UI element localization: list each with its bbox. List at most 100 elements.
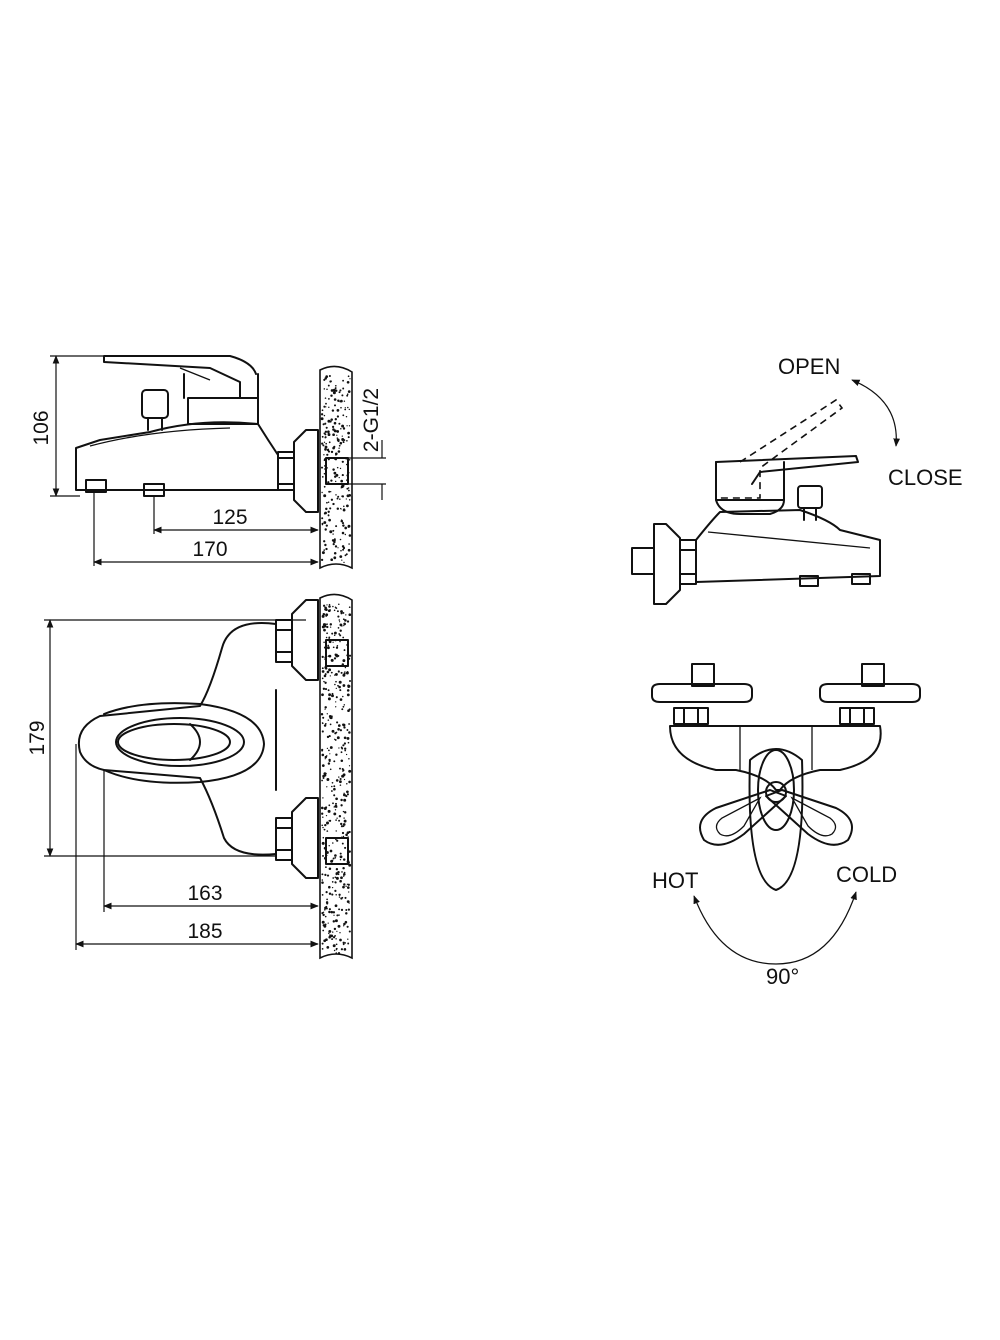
wall-speckle-dot <box>348 902 350 904</box>
wall-speckle-dot <box>342 508 346 512</box>
wall-speckle-dot <box>324 873 327 877</box>
motion-view-lever-closed <box>715 455 859 485</box>
wall-speckle-dot <box>343 817 345 819</box>
wall-speckle-dot <box>335 706 337 708</box>
wall-speckle-dot <box>329 768 332 771</box>
wall-speckle-dot <box>334 889 337 893</box>
wall-speckle-dot <box>323 628 326 632</box>
wall-speckle-dot <box>334 935 336 937</box>
wall-speckle-dot <box>335 701 337 703</box>
wall-speckle-dot <box>330 498 334 501</box>
top-view: 179 163 185 <box>26 593 353 960</box>
wall-speckle-dot <box>347 406 349 409</box>
wall-speckle-dot <box>344 408 347 411</box>
rotation-view: HOT COLD 90° <box>651 663 921 989</box>
wall-speckle-dot <box>339 629 342 632</box>
wall-speckle-dot <box>343 736 347 740</box>
wall-speckle-dot <box>338 747 340 749</box>
wall-speckle-dot <box>348 408 351 411</box>
wall-speckle-dot <box>321 693 324 697</box>
wall-speckle-dot <box>328 929 332 933</box>
side-view-diverter-knob <box>141 389 169 419</box>
wall-speckle-dot <box>335 494 337 496</box>
dim-top-spout-depth: 163 <box>187 882 222 905</box>
wall-speckle-dot <box>321 894 324 896</box>
wall-speckle-dot <box>321 779 323 782</box>
wall-speckle-dot <box>344 526 348 530</box>
wall-speckle-dot <box>328 668 332 672</box>
wall-speckle-dot <box>326 786 328 788</box>
wall-speckle-dot <box>348 769 352 773</box>
wall-speckle-dot <box>321 409 324 412</box>
wall-speckle-dot <box>339 689 342 692</box>
wall-speckle-dot <box>329 849 333 853</box>
wall-speckle-dot <box>322 836 325 839</box>
wall-speckle-dot <box>334 854 337 857</box>
wall-speckle-dot <box>344 896 347 899</box>
wall-speckle-dot <box>344 671 346 673</box>
wall-speckle-dot <box>331 425 335 429</box>
wall-speckle-dot <box>328 908 331 911</box>
wall-speckle-dot <box>323 388 326 390</box>
wall-speckle-dot <box>326 501 328 504</box>
wall-speckle-dot <box>340 399 343 403</box>
wall-speckle-dot <box>336 839 339 842</box>
wall-speckle-dot <box>341 545 345 548</box>
wall-speckle-dot <box>332 433 335 437</box>
wall-speckle-dot <box>328 935 331 939</box>
wall-speckle-dot <box>320 466 324 469</box>
wall-speckle-dot <box>348 930 351 933</box>
wall-speckle-dot <box>332 391 336 395</box>
wall-speckle-dot <box>324 722 327 725</box>
wall-speckle-dot <box>330 389 334 392</box>
wall-speckle-dot <box>337 952 341 955</box>
wall-speckle-dot <box>329 609 331 611</box>
wall-speckle-dot <box>335 797 338 801</box>
wall-speckle-dot <box>324 666 328 670</box>
wall-speckle-dot <box>321 614 325 618</box>
wall-speckle-dot <box>321 522 324 525</box>
wall-speckle-dot <box>335 876 339 880</box>
wall-speckle-dot <box>321 476 324 478</box>
wall-speckle-dot <box>342 941 345 944</box>
side-view-lever <box>103 355 257 399</box>
wall-speckle-dot <box>347 883 350 886</box>
wall-speckle-dot <box>348 489 350 492</box>
wall-speckle-dot <box>333 812 337 816</box>
wall-speckle-dot <box>321 764 325 767</box>
wall-speckle-dot <box>342 943 345 946</box>
wall-speckle-dot <box>326 874 330 877</box>
wall-speckle-dot <box>322 913 325 917</box>
wall-speckle-dot <box>337 924 341 928</box>
wall-speckle-dot <box>346 736 350 740</box>
wall-speckle-dot <box>322 777 325 779</box>
wall-speckle-dot <box>339 441 343 445</box>
wall-speckle-dot <box>332 533 334 535</box>
wall-speckle-dot <box>337 495 340 498</box>
wall-speckle-dot <box>328 518 331 522</box>
wall-speckle-dot <box>342 875 345 877</box>
wall-speckle-dot <box>343 819 347 823</box>
wall-speckle-dot <box>339 767 341 770</box>
wall-speckle-dot <box>340 908 344 912</box>
wall-speckle-dot <box>325 938 328 942</box>
wall-speckle-dot <box>339 621 341 623</box>
wall-speckle-dot <box>328 490 331 493</box>
wall-speckle-dot <box>335 819 337 821</box>
wall-speckle-dot <box>321 920 325 924</box>
wall-speckle-dot <box>332 920 336 923</box>
wall-speckle-dot <box>347 487 350 489</box>
wall-speckle-dot <box>327 851 329 853</box>
wall-speckle-dot <box>348 606 351 609</box>
wall-speckle-dot <box>330 790 333 792</box>
wall-speckle-dot <box>343 624 345 627</box>
wall-speckle-dot <box>325 814 328 817</box>
wall-speckle-dot <box>323 521 327 524</box>
wall-speckle-dot <box>336 409 340 412</box>
wall-speckle-dot <box>343 649 346 652</box>
wall-speckle-dot <box>338 447 340 449</box>
wall-speckle-dot <box>343 883 346 886</box>
wall-speckle-dot <box>343 922 346 926</box>
wall-speckle-dot <box>340 948 343 951</box>
wall-speckle-dot <box>340 825 344 828</box>
